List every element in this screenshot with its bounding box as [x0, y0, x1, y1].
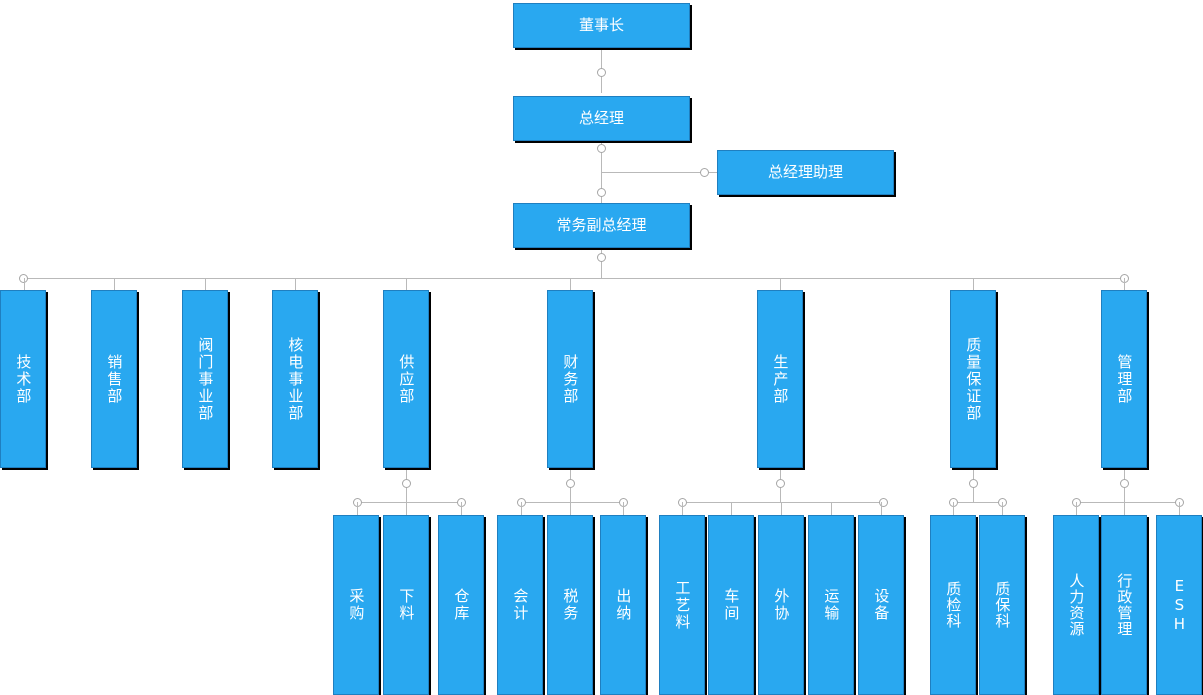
connector-drop-dept — [295, 278, 296, 290]
node-finance-accounting[interactable]: 会计 — [497, 515, 543, 695]
node-quality-inspection[interactable]: 质检科 — [930, 515, 976, 695]
connector-dot — [776, 479, 785, 488]
connector-drop-sub — [1179, 502, 1180, 515]
connector-department-bus — [23, 278, 1125, 279]
node-chairman[interactable]: 董事长 — [513, 3, 690, 48]
node-supply-warehouse[interactable]: 仓库 — [438, 515, 484, 695]
connector-drop-sub — [521, 502, 522, 515]
node-production-workshop[interactable]: 车间 — [708, 515, 754, 695]
connector-dot — [700, 168, 709, 177]
node-production-equipment[interactable]: 设备 — [858, 515, 904, 695]
connector-drop-dept — [205, 278, 206, 290]
connector-drop-sub — [406, 502, 407, 515]
node-management-hr[interactable]: 人力资源 — [1053, 515, 1099, 695]
node-executive-deputy-gm[interactable]: 常务副总经理 — [513, 203, 690, 248]
connector-dot — [597, 144, 606, 153]
node-finance-tax[interactable]: 税务 — [547, 515, 593, 695]
connector-drop-dept — [24, 278, 25, 290]
connector-dot — [597, 68, 606, 77]
node-department-management[interactable]: 管理部 — [1101, 290, 1147, 468]
connector-drop-sub — [1124, 502, 1125, 515]
connector-drop-sub — [570, 502, 571, 515]
connector-quality-bus — [953, 502, 1002, 503]
connector-drop-dept — [780, 278, 781, 290]
node-quality-assurance-section[interactable]: 质保科 — [979, 515, 1025, 695]
connector-drop-sub — [1002, 502, 1003, 515]
node-production-transport[interactable]: 运输 — [808, 515, 854, 695]
connector-drop-sub — [461, 502, 462, 515]
connector-drop-sub — [682, 502, 683, 515]
connector-supply-bus — [357, 502, 462, 503]
node-production-outsourcing[interactable]: 外协 — [758, 515, 804, 695]
connector-dot — [969, 479, 978, 488]
connector-dot — [402, 479, 411, 488]
connector-drop-dept — [973, 278, 974, 290]
connector-dot — [597, 253, 606, 262]
node-department-sales[interactable]: 销售部 — [91, 290, 137, 468]
connector-drop-sub — [953, 502, 954, 515]
connector-drop-sub — [781, 502, 782, 515]
connector-drop-sub — [1076, 502, 1077, 515]
node-management-administration[interactable]: 行政管理 — [1101, 515, 1147, 695]
connector-dot — [1120, 479, 1129, 488]
node-gm-assistant[interactable]: 总经理助理 — [717, 150, 894, 195]
node-production-process[interactable]: 工艺料 — [659, 515, 705, 695]
connector-drop-sub — [357, 502, 358, 515]
connector-finance-bus — [521, 502, 623, 503]
connector-dot — [879, 498, 888, 507]
node-department-supply[interactable]: 供应部 — [383, 290, 429, 468]
node-finance-cashier[interactable]: 出纳 — [600, 515, 646, 695]
node-department-nuclear-division[interactable]: 核电事业部 — [272, 290, 318, 468]
node-supply-cutting[interactable]: 下料 — [383, 515, 429, 695]
connector-gm-assistant — [601, 172, 717, 173]
connector-dot — [597, 188, 606, 197]
node-department-technology[interactable]: 技术部 — [0, 290, 46, 468]
connector-drop-sub — [623, 502, 624, 515]
connector-drop-dept — [114, 278, 115, 290]
node-department-valve-division[interactable]: 阀门事业部 — [182, 290, 228, 468]
connector-drop-dept — [406, 278, 407, 290]
connector-drop-dept — [570, 278, 571, 290]
node-management-esh[interactable]: ESH — [1156, 515, 1202, 695]
connector-deputy-bus — [601, 248, 602, 279]
connector-production-bus — [682, 502, 883, 503]
connector-dot — [19, 274, 28, 283]
node-department-quality-assurance[interactable]: 质量保证部 — [950, 290, 996, 468]
node-supply-purchasing[interactable]: 采购 — [333, 515, 379, 695]
connector-drop-sub — [831, 502, 832, 515]
node-department-production[interactable]: 生产部 — [757, 290, 803, 468]
connector-drop-sub — [731, 502, 732, 515]
connector-dot — [566, 479, 575, 488]
connector-drop-sub — [881, 502, 882, 515]
node-department-finance[interactable]: 财务部 — [547, 290, 593, 468]
connector-drop-dept — [1124, 278, 1125, 290]
node-general-manager[interactable]: 总经理 — [513, 96, 690, 141]
connector-management-bus — [1076, 502, 1179, 503]
